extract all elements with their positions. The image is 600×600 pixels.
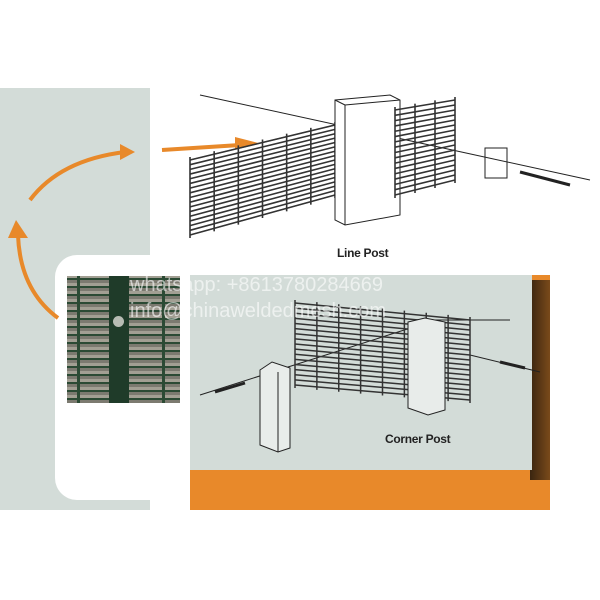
corner-post xyxy=(407,317,446,416)
arrow-curve-lower xyxy=(16,234,60,320)
mesh-wire xyxy=(394,159,456,175)
line-post-diagram xyxy=(189,94,591,238)
end-post xyxy=(259,361,291,453)
post-clamp xyxy=(484,147,508,179)
arrow-straight xyxy=(161,143,241,152)
mesh-wire xyxy=(394,179,456,196)
watermark-email: info@chinaweldedmesh.com xyxy=(130,300,386,322)
mesh-wire xyxy=(394,169,456,186)
line-post-label: Line Post xyxy=(337,246,389,260)
mesh-wire xyxy=(394,109,456,122)
mesh-wire xyxy=(394,164,456,180)
bolt xyxy=(519,170,571,187)
mesh-wire xyxy=(394,149,456,164)
mesh-wire xyxy=(394,104,456,117)
mesh-wire xyxy=(394,134,456,148)
mesh-wire xyxy=(394,119,456,133)
arrow-head-icon xyxy=(120,144,135,160)
orange-block-shadow xyxy=(530,280,550,480)
line-post xyxy=(334,94,401,226)
mesh-wire xyxy=(394,154,456,170)
mesh-wire xyxy=(394,129,456,143)
bolt xyxy=(214,381,246,394)
mesh-wire xyxy=(394,174,456,191)
corner-post-label: Corner Post xyxy=(385,432,451,446)
corner-post-diagram xyxy=(199,300,541,453)
watermark-phone: whatsapp: +8613780284669 xyxy=(130,274,384,296)
mesh-wire xyxy=(394,144,456,159)
bolt xyxy=(499,360,526,370)
fence-photo xyxy=(67,276,180,403)
mesh-wire xyxy=(394,99,456,111)
watermark: whatsapp: +8613780284669 info@chinawelde… xyxy=(130,272,386,324)
mesh-wire xyxy=(394,139,456,154)
arrow-head-icon xyxy=(8,220,28,238)
orange-arrows xyxy=(16,143,241,320)
mesh-wire xyxy=(394,124,456,138)
arrow-curve-upper xyxy=(28,150,126,202)
mesh-wire xyxy=(394,114,456,127)
